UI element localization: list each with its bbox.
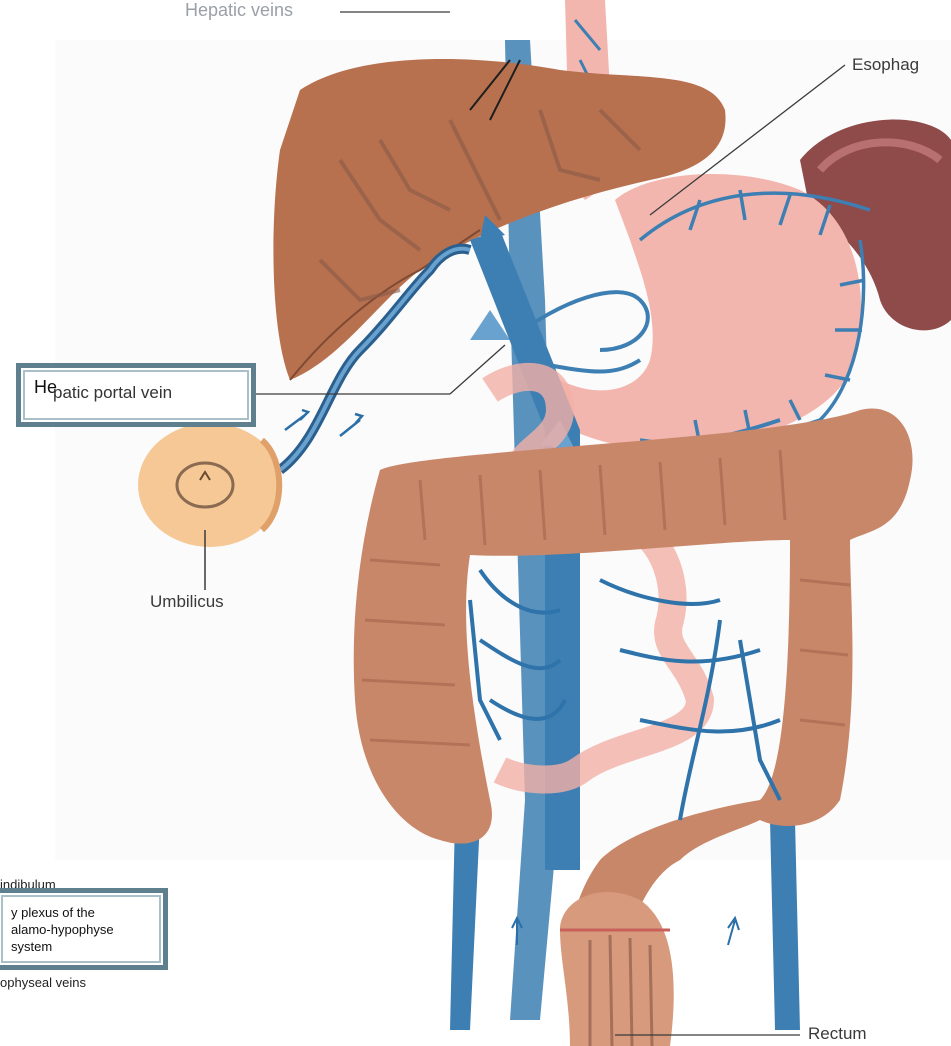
plexus-callout: y plexus of the alamo-hypophyse system (0, 888, 168, 970)
plexus-line-3: system (11, 939, 52, 954)
rectum-label: Rectum (808, 1024, 867, 1044)
hypophyseal-veins-label: ophyseal veins (0, 975, 86, 990)
umbilicus-label: Umbilicus (150, 592, 224, 612)
plexus-line-1: y plexus of the (11, 905, 95, 920)
plexus-line-2: alamo-hypophyse (11, 922, 114, 937)
esophagus-label: Esophag (852, 55, 919, 75)
hepatic-portal-vein-callout: He patic portal vein (16, 363, 256, 427)
hepatic-portal-vein-label: patic portal vein (53, 383, 172, 403)
hepatic-veins-label: Hepatic veins (185, 0, 293, 21)
rectum-organ (560, 892, 674, 1046)
